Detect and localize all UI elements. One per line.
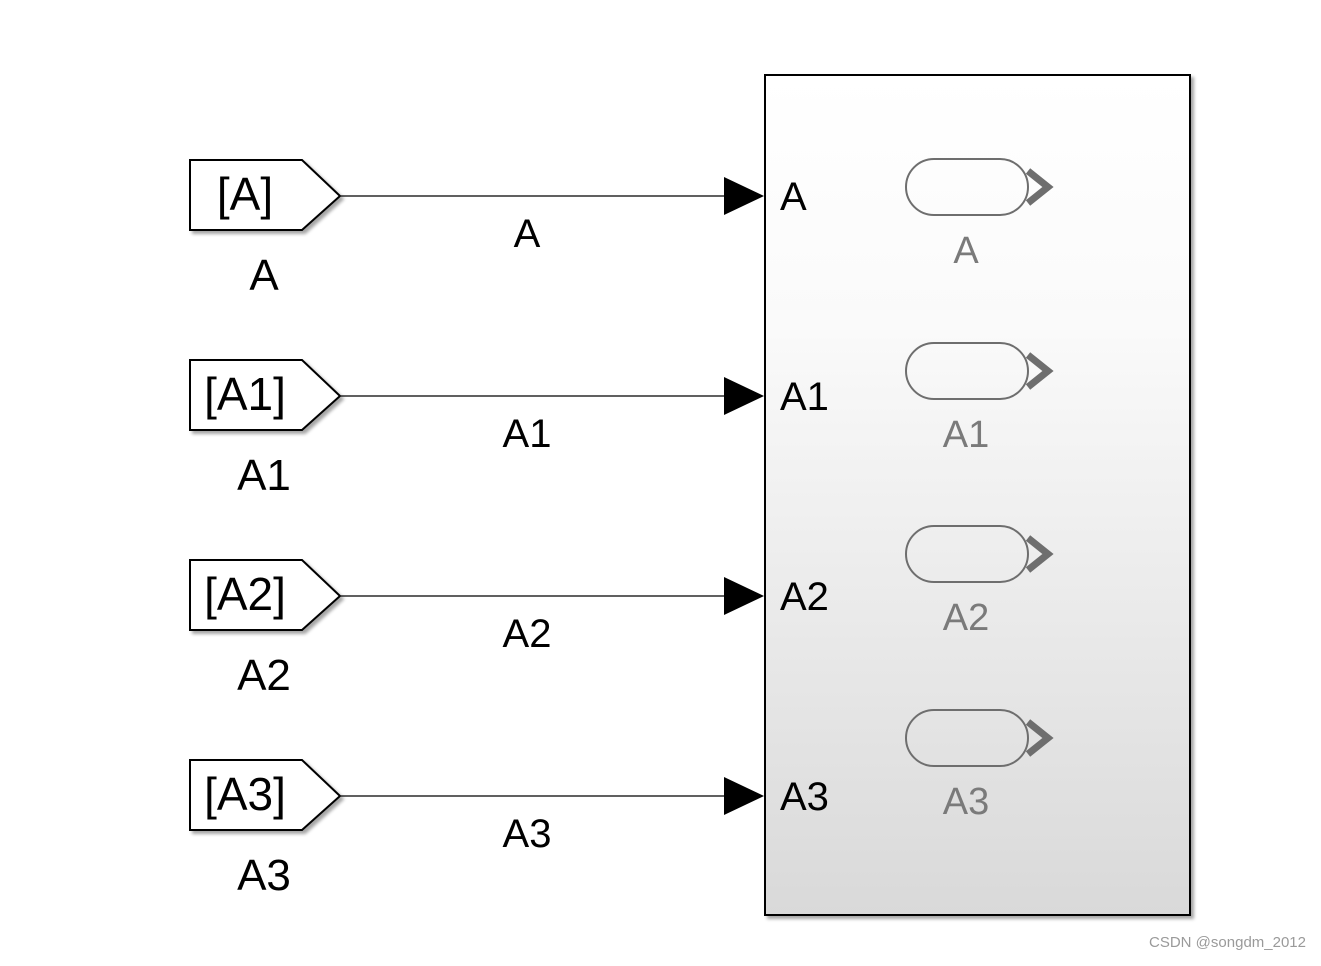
signal-label: A1 — [503, 412, 552, 456]
arrowhead — [724, 777, 764, 815]
goto-block-name: A1 — [237, 451, 291, 500]
goto-block[interactable] — [189, 559, 342, 631]
bus-element-port[interactable] — [905, 525, 1029, 583]
bus-element-label: A — [953, 230, 979, 272]
input-port-label: A2 — [780, 575, 829, 619]
input-port-label: A — [780, 175, 807, 219]
chevron-right-icon — [1025, 352, 1054, 390]
watermark: CSDN @songdm_2012 — [1149, 934, 1306, 951]
goto-block[interactable] — [189, 359, 342, 431]
goto-block-name: A2 — [237, 651, 291, 700]
input-port-label: A1 — [780, 375, 829, 419]
bus-element-label: A1 — [943, 414, 989, 456]
goto-block-name: A — [249, 251, 279, 300]
signal-label: A — [514, 212, 541, 256]
chevron-right-icon — [1025, 719, 1054, 757]
signal-label: A3 — [503, 812, 552, 856]
bus-element-port[interactable] — [905, 709, 1029, 767]
goto-block-name: A3 — [237, 851, 291, 900]
bus-element-label: A3 — [943, 781, 989, 823]
chevron-right-icon — [1025, 168, 1054, 206]
arrowhead — [724, 377, 764, 415]
input-port-label: A3 — [780, 775, 829, 819]
bus-element-port[interactable] — [905, 158, 1029, 216]
bus-element-port[interactable] — [905, 342, 1029, 400]
goto-block[interactable] — [189, 159, 342, 231]
goto-tag-label: [A] — [217, 168, 273, 220]
goto-tag-label: [A1] — [204, 368, 286, 420]
signal-label: A2 — [503, 612, 552, 656]
arrowhead — [724, 177, 764, 215]
arrowhead — [724, 577, 764, 615]
goto-block[interactable] — [189, 759, 342, 831]
chevron-right-icon — [1025, 535, 1054, 573]
bus-element-label: A2 — [943, 597, 989, 639]
signal-row: [A] A A A A — [189, 158, 1054, 300]
goto-tag-label: [A2] — [204, 568, 286, 620]
goto-tag-label: [A3] — [204, 768, 286, 820]
